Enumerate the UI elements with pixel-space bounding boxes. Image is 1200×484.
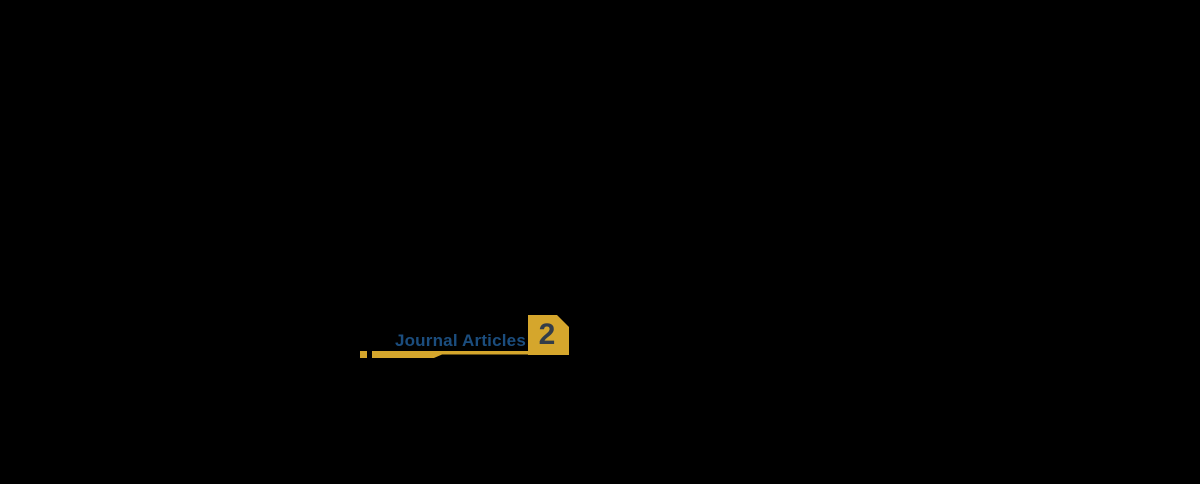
count-value: 2 xyxy=(538,317,556,351)
category-label[interactable]: Journal Articles xyxy=(394,331,526,350)
count-badge[interactable]: 2 xyxy=(528,315,569,355)
leader-line xyxy=(372,351,528,358)
accent-square xyxy=(360,351,367,358)
